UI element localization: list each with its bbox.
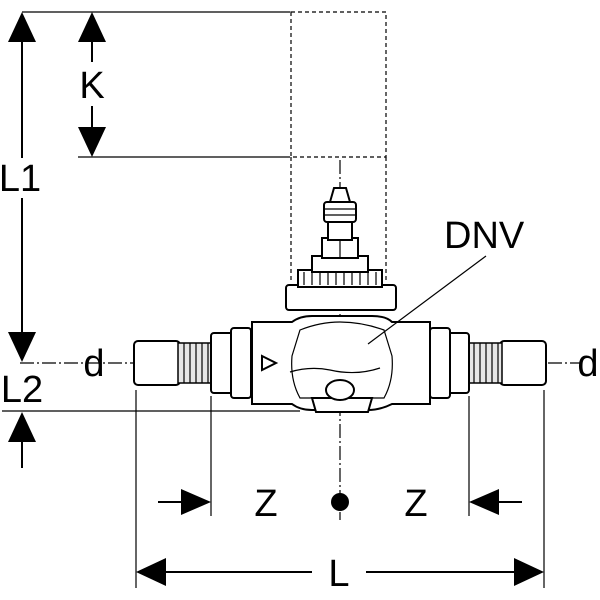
spindle-tip: [328, 187, 352, 203]
arrow-icon: [514, 558, 544, 586]
arrow-icon: [78, 12, 106, 42]
right-union-hex: [429, 327, 451, 399]
label-d-left: d: [83, 343, 104, 385]
center-point-icon: [331, 493, 349, 511]
right-press-connection: [429, 327, 547, 399]
left-press-sleeve: [177, 342, 213, 384]
arrow-icon: [469, 489, 499, 515]
dimension-L2: L2: [1, 369, 300, 468]
label-background: [0, 158, 44, 198]
flow-direction-arrow-icon: [261, 354, 279, 372]
left-sleeve-ribs: [183, 343, 209, 383]
arrow-icon: [78, 127, 106, 157]
drain-cap: [325, 379, 355, 401]
left-press-connection: [133, 327, 252, 399]
leader-line-DNV: [367, 255, 487, 345]
arrow-icon: [8, 412, 36, 442]
bonnet-ring: [285, 284, 397, 311]
label-L2: L2: [1, 369, 43, 411]
label-L1: L1: [0, 158, 41, 200]
valve-seam: [289, 367, 381, 374]
spindle-cap: [323, 201, 357, 223]
label-K: K: [79, 65, 104, 107]
label-d-right: d: [577, 343, 598, 385]
right-pipe-end: [499, 340, 547, 386]
right-sleeve-ribs: [473, 343, 499, 383]
valve-bonnet: [285, 187, 397, 311]
dimension-K: K: [72, 12, 290, 158]
valve-body: [251, 315, 431, 413]
right-press-sleeve: [467, 342, 503, 384]
dimension-L1: L1: [0, 11, 290, 362]
bonnet-knurl: [303, 272, 377, 285]
left-union-hex: [230, 327, 252, 399]
left-pipe-end: [133, 340, 181, 386]
bottom-knob: [310, 397, 374, 413]
label-Z-left: Z: [254, 483, 277, 525]
dimension-L: L: [136, 553, 544, 595]
label-background: [72, 62, 112, 106]
arrow-icon: [8, 12, 36, 42]
bottom-extension-lines: [135, 390, 545, 588]
label-Z-right: Z: [404, 483, 427, 525]
clearance-envelope: [290, 11, 387, 282]
arrow-icon: [181, 489, 211, 515]
arrow-icon: [136, 558, 166, 586]
valve-housing-contour: [291, 321, 393, 399]
label-DNV-group: DNV: [367, 215, 525, 345]
label-DNV: DNV: [444, 215, 525, 257]
left-union-nut: [210, 332, 234, 394]
dimension-Z: Z Z: [158, 483, 522, 525]
arrow-icon: [8, 332, 36, 362]
label-L: L: [328, 553, 349, 595]
